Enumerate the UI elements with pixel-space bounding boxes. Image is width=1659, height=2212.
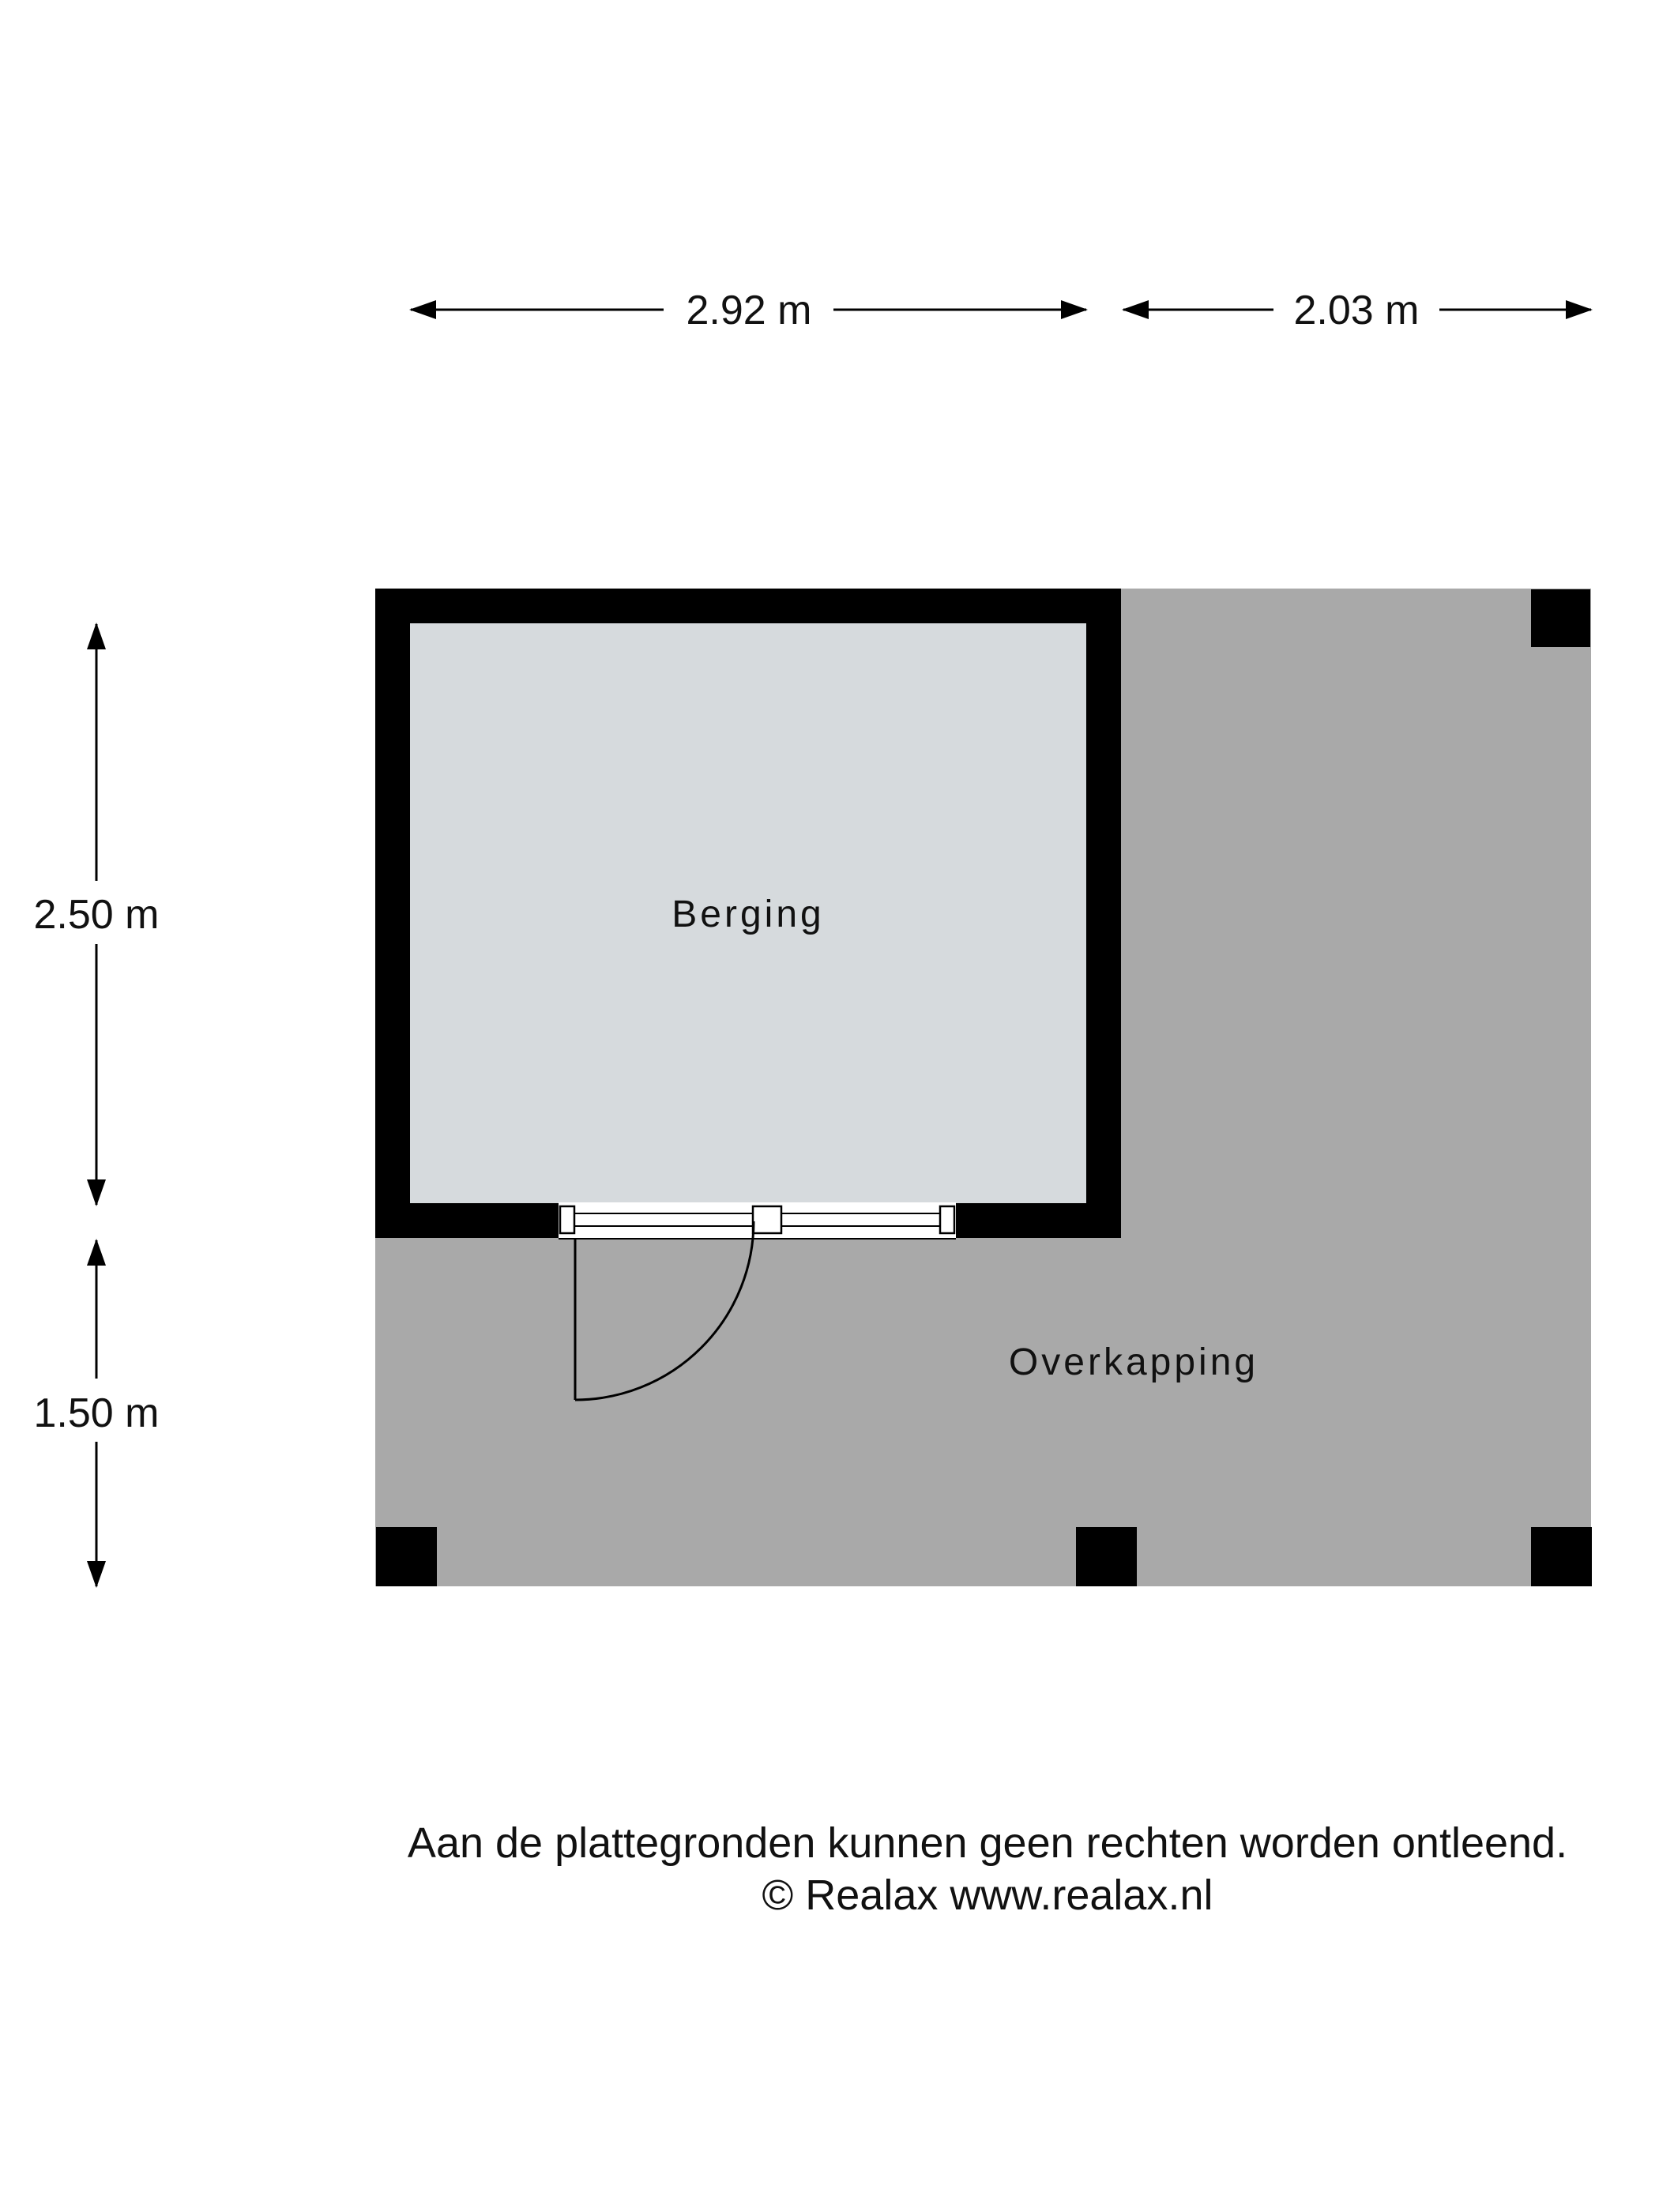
dimension-label-2-03: 2.03 m [1294, 288, 1420, 333]
post-bottom-middle [1076, 1527, 1137, 1586]
overkapping-floor-right [1120, 589, 1591, 1240]
dimension-label-2-50: 2.50 m [34, 892, 160, 938]
overkapping-floor-bottom [375, 1236, 1591, 1586]
arrowhead-right-icon [1061, 300, 1088, 319]
copyright-text: © Realax www.realax.nl [762, 1872, 1213, 1919]
overkapping-area [375, 589, 1591, 1586]
dimension-height-overkapping: 1.50 m [34, 1239, 160, 1588]
room-label-overkapping: Overkapping [1009, 1341, 1258, 1383]
arrowhead-up-icon [87, 1239, 106, 1266]
door-opening [559, 1202, 956, 1401]
dimension-width-berging: 2.92 m [409, 288, 1088, 333]
berging-room [375, 589, 1121, 1238]
arrowhead-up-icon [87, 623, 106, 649]
arrowhead-left-icon [1122, 300, 1149, 319]
dimension-label-2-92: 2.92 m [687, 288, 812, 333]
room-label-berging: Berging [672, 893, 824, 935]
arrowhead-left-icon [409, 300, 436, 319]
disclaimer-text: Aan de plattegronden kunnen geen rechten… [407, 1819, 1568, 1867]
post-bottom-right [1531, 1527, 1592, 1586]
support-posts [376, 589, 1592, 1586]
arrowhead-right-icon [1566, 300, 1593, 319]
dimension-height-berging: 2.50 m [34, 623, 160, 1206]
arrowhead-down-icon [87, 1561, 106, 1588]
door-jamb-left [559, 1205, 576, 1235]
post-top-right [1531, 589, 1590, 647]
door-jamb-center [751, 1205, 783, 1235]
dimension-label-1-50: 1.50 m [34, 1390, 160, 1436]
dimension-width-overkapping: 2.03 m [1122, 288, 1593, 333]
berging-floor [410, 623, 1086, 1203]
door-swing-arc [574, 1221, 755, 1401]
footer: Aan de plattegronden kunnen geen rechten… [332, 1817, 1643, 1921]
arrowhead-down-icon [87, 1179, 106, 1206]
post-bottom-left [376, 1527, 437, 1586]
door-jamb-right [939, 1205, 956, 1235]
